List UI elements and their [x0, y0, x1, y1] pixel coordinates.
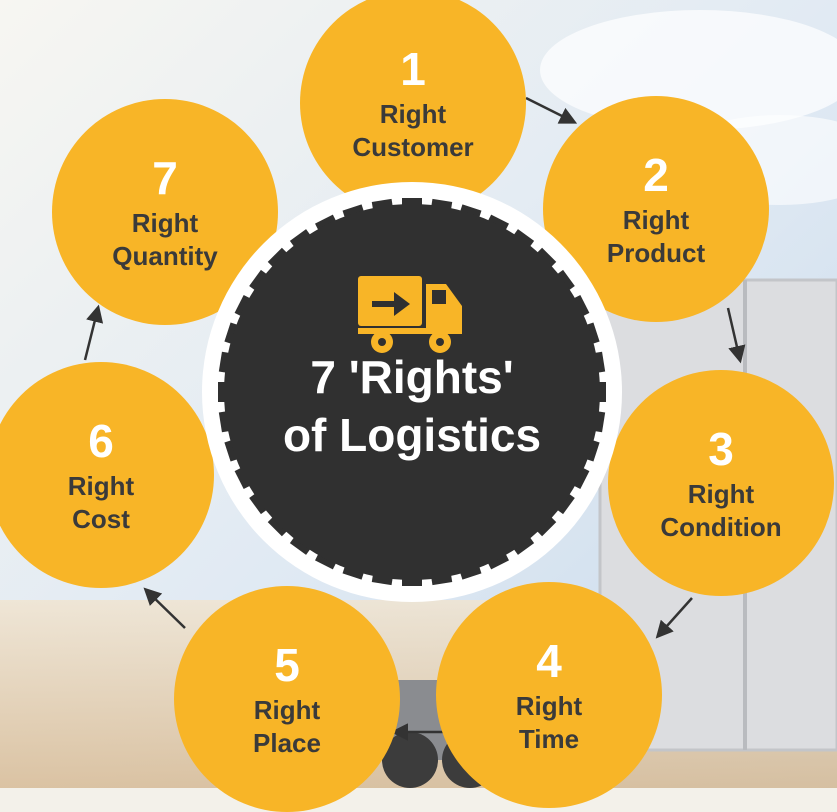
right-number: 2 — [643, 149, 669, 201]
right-label-line2: Place — [253, 728, 321, 758]
center-title-line2: of Logistics — [282, 409, 542, 461]
delivery-truck-icon — [358, 276, 462, 353]
center-title: 7 'Rights' of Logistics — [202, 348, 622, 464]
right-number: 6 — [88, 415, 114, 467]
right-number: 3 — [708, 423, 734, 475]
right-label-line2: Time — [518, 724, 580, 754]
center-title-line1: 7 'Rights' — [310, 351, 514, 403]
right-label-line2: Cost — [72, 504, 130, 534]
right-number: 5 — [274, 639, 300, 691]
right-number: 7 — [152, 152, 178, 204]
right-label-line1: Right — [67, 471, 135, 501]
right-number: 1 — [400, 43, 426, 95]
right-node-4: 4 Right Time — [436, 582, 662, 808]
right-label-line1: Right — [379, 99, 447, 129]
right-label-line1: Right — [515, 691, 583, 721]
right-label-line2: Quantity — [112, 241, 218, 271]
right-label-line2: Condition — [660, 512, 782, 542]
right-node-1: 1 Right Customer — [300, 0, 526, 216]
right-node-5: 5 Right Place — [174, 586, 400, 812]
right-label-line1: Right — [131, 208, 199, 238]
right-label-line2: Product — [606, 238, 706, 268]
right-label-line1: Right — [253, 695, 321, 725]
right-number: 4 — [536, 635, 562, 687]
right-label-line2: Customer — [352, 132, 474, 162]
center-hub — [202, 182, 622, 602]
right-label-line1: Right — [687, 479, 755, 509]
right-label-line1: Right — [622, 205, 690, 235]
right-node-3: 3 Right Condition — [608, 370, 834, 596]
right-node-6: 6 Right Cost — [0, 362, 214, 588]
